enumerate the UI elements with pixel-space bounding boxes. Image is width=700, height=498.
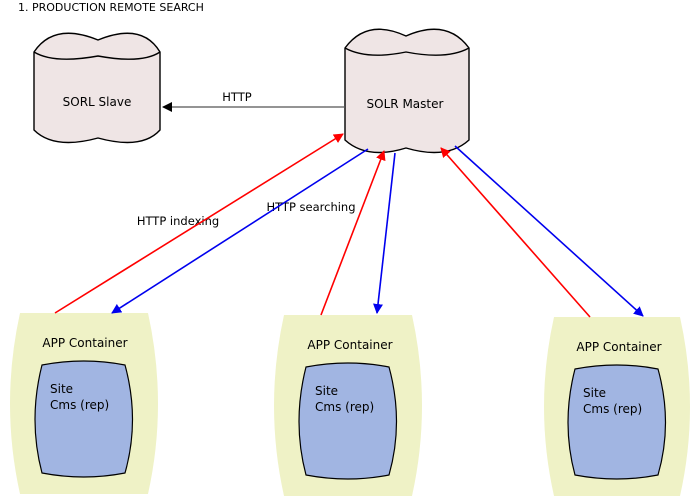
indexing-arrow-1 <box>54 133 344 314</box>
site-label: Site <box>315 384 338 398</box>
site-cms-box: Site Cms (rep) <box>34 360 134 478</box>
site-label: Site <box>50 382 73 396</box>
site-cms-box: Site Cms (rep) <box>298 362 398 480</box>
replication-label: HTTP <box>222 90 251 104</box>
master-label: SOLR Master <box>367 97 444 111</box>
container-label: APP Container <box>307 338 392 352</box>
searching-arrow-3 <box>454 145 644 317</box>
app-container-3: APP Container Site Cms (rep) <box>544 317 690 496</box>
master-database: SOLR Master <box>344 28 470 154</box>
diagram-title: 1. PRODUCTION REMOTE SEARCH <box>18 1 204 14</box>
container-label: APP Container <box>576 340 661 354</box>
indexing-arrow-3 <box>440 147 591 318</box>
indexing-label: HTTP indexing <box>137 214 219 228</box>
cms-label: Cms (rep) <box>50 398 109 412</box>
replication-edge: HTTP <box>162 90 345 112</box>
app-container-2: APP Container Site Cms (rep) <box>274 315 422 496</box>
searching-label: HTTP searching <box>266 200 355 214</box>
app-container-1: APP Container Site Cms (rep) <box>10 313 158 494</box>
site-label: Site <box>583 386 606 400</box>
cms-label: Cms (rep) <box>583 402 642 416</box>
slave-label: SORL Slave <box>63 95 132 109</box>
site-cms-box: Site Cms (rep) <box>567 364 667 480</box>
searching-arrow-2 <box>373 152 396 314</box>
container-label: APP Container <box>42 336 127 350</box>
searching-arrow-1 <box>111 148 369 314</box>
indexing-arrow-2 <box>320 150 386 316</box>
slave-database: SORL Slave <box>33 32 161 144</box>
cms-label: Cms (rep) <box>315 400 374 414</box>
